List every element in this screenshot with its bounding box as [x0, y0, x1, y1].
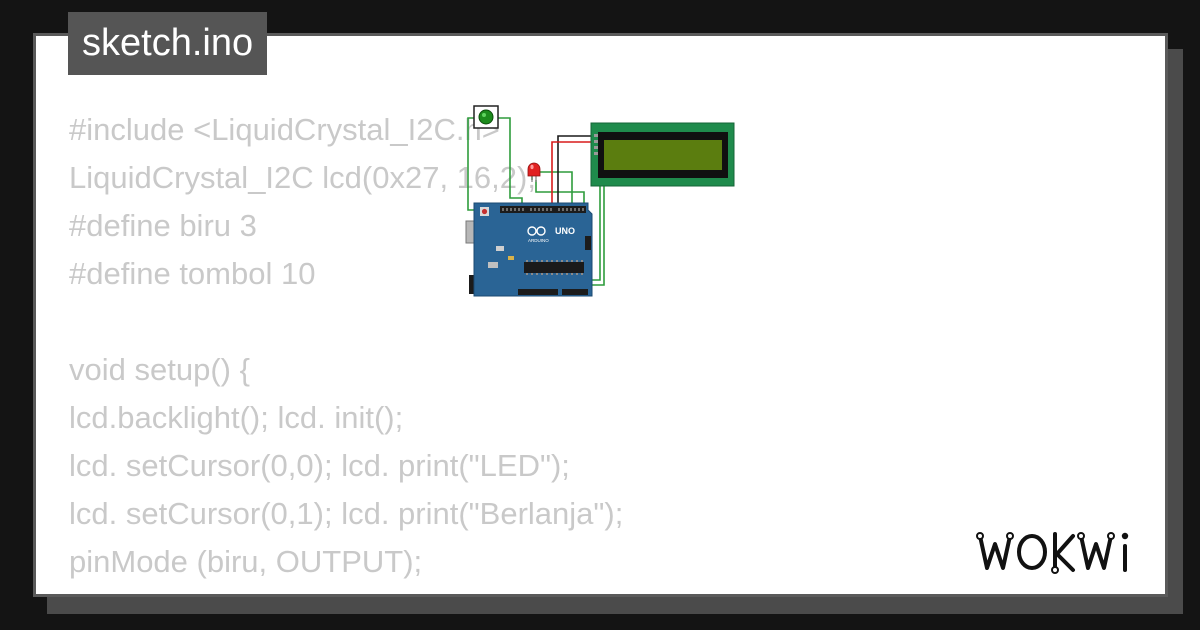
code-snippet: #include <LiquidCrystal_I2C.h> LiquidCry… [69, 106, 624, 594]
code-line: #define biru 3 [69, 208, 257, 243]
code-line: #define tombol 10 [69, 256, 316, 291]
arduino-model-label: UNO [555, 226, 575, 236]
code-line: #include <LiquidCrystal_I2C.h> [69, 112, 500, 147]
code-line: pinMode (tombol, INPUT_PULLUP); [69, 586, 623, 594]
wire-button-signal [496, 117, 523, 212]
pushbutton-icon [473, 105, 499, 129]
arduino-brand-label: ARDUINO [528, 238, 549, 243]
code-line: lcd. setCursor(0,1); lcd. print("Berlanj… [69, 496, 624, 531]
code-line: pinMode (biru, OUTPUT); [69, 544, 423, 579]
wokwi-logo-icon [976, 532, 1129, 574]
arduino-board-icon: ARDUINO UNO [465, 202, 593, 297]
code-line: lcd. setCursor(0,0); lcd. print("LED"); [69, 448, 570, 483]
wire-led-anode [535, 180, 585, 212]
lcd-display-icon [590, 122, 735, 187]
code-line: LiquidCrystal_I2C lcd(0x27, 16,2); [69, 160, 536, 195]
wire-button-gnd [467, 117, 498, 211]
led-icon [527, 162, 541, 182]
code-line: lcd.backlight(); lcd. init(); [69, 400, 404, 435]
filename-tab: sketch.ino [68, 12, 268, 75]
code-line: void setup() { [69, 352, 250, 387]
